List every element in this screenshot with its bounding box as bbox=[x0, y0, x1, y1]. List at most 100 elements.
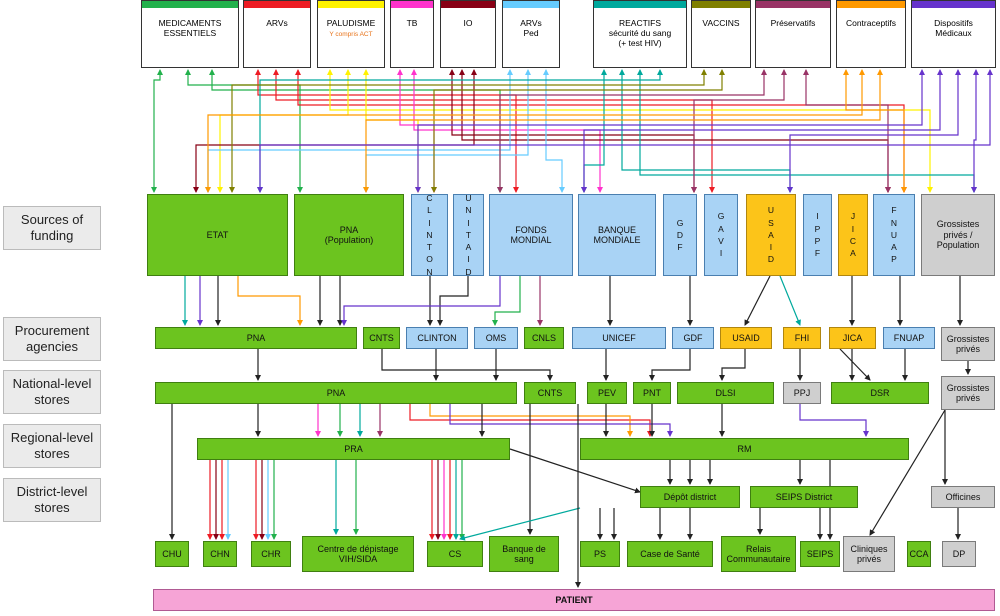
product-color-bar bbox=[837, 1, 905, 8]
national-grossistes: Grossistes privés bbox=[941, 376, 995, 410]
national-dlsi: DLSI bbox=[677, 382, 774, 404]
procurement-cnts: CNTS bbox=[363, 327, 400, 349]
product-label: Contraceptifs bbox=[845, 18, 897, 28]
product-funding-connector bbox=[543, 69, 565, 193]
product-contra: Contraceptifs bbox=[836, 0, 906, 68]
product-funding-connector bbox=[431, 69, 725, 193]
procurement-fhi: FHI bbox=[783, 327, 821, 349]
product-label: Préservatifs bbox=[770, 18, 816, 28]
product-dispo: Dispositifs Médicaux bbox=[911, 0, 996, 68]
funding-grossistes: Grossistes privés / Population bbox=[921, 194, 995, 276]
level-label-procurement: Procurement agencies bbox=[3, 317, 101, 361]
funding-procurement-connector bbox=[341, 276, 501, 326]
product-funding-connector bbox=[273, 69, 715, 193]
product-funding-connector bbox=[295, 69, 907, 193]
procurement-fnuap: FNUAP bbox=[883, 327, 935, 349]
product-color-bar bbox=[142, 1, 238, 8]
procurement-jica: JICA bbox=[829, 327, 876, 349]
product-funding-connector bbox=[229, 69, 707, 193]
funding-procurement-connector bbox=[492, 276, 521, 326]
product-funding-connector bbox=[459, 69, 891, 193]
product-color-bar bbox=[594, 1, 686, 8]
funding-pna-population: PNA (Population) bbox=[294, 194, 404, 276]
product-color-bar bbox=[756, 1, 830, 8]
product-funding-connector bbox=[255, 69, 519, 193]
funding-unitaid: U N I T A I D bbox=[453, 193, 484, 277]
district-seips: SEIPS District bbox=[750, 486, 858, 508]
facility-case-de-sante: Case de Santé bbox=[627, 541, 713, 567]
product-funding-connector bbox=[691, 69, 787, 193]
district-depot: Dépôt district bbox=[640, 486, 740, 508]
facility-banque-de-sang: Banque de sang bbox=[489, 536, 559, 572]
funding-jica: J I C A bbox=[838, 194, 868, 276]
procurement-national-connector bbox=[381, 349, 553, 381]
district-officines: Officines bbox=[931, 486, 995, 508]
funding-procurement-connector bbox=[779, 275, 801, 326]
procurement-cnls: CNLS bbox=[524, 327, 564, 349]
national-pna: PNA bbox=[155, 382, 517, 404]
national-pnt: PNT bbox=[633, 382, 671, 404]
facility-centre-depistage: Centre de dépistage VIH/SIDA bbox=[302, 536, 414, 572]
procurement-oms: OMS bbox=[474, 327, 518, 349]
product-label: VACCINS bbox=[702, 18, 740, 28]
national-regional-connector bbox=[799, 404, 869, 437]
product-funding-connector bbox=[619, 69, 793, 193]
level-label-national: National-level stores bbox=[3, 370, 101, 414]
product-funding-connector bbox=[411, 69, 603, 193]
facility-chr: CHR bbox=[251, 541, 291, 567]
procurement-gdf: GDF bbox=[672, 327, 714, 349]
national-cnts: CNTS bbox=[524, 382, 576, 404]
funding-gdf: G D F bbox=[663, 194, 697, 276]
procurement-grossistes: Grossistes privés bbox=[941, 327, 995, 361]
procurement-clinton: CLINTON bbox=[406, 327, 468, 349]
level-label-funding: Sources of funding bbox=[3, 206, 101, 250]
product-funding-connector bbox=[327, 69, 933, 193]
product-arvped: ARVs Ped bbox=[502, 0, 560, 68]
funding-banque-mondiale: BANQUE MONDIALE bbox=[578, 194, 656, 276]
product-funding-connector bbox=[449, 69, 697, 193]
national-pev: PEV bbox=[587, 382, 627, 404]
product-med: MEDICAMENTS ESSENTIELS bbox=[141, 0, 239, 68]
product-color-bar bbox=[692, 1, 750, 8]
product-label: PALUDISME bbox=[326, 18, 376, 28]
product-funding-connector bbox=[497, 69, 767, 193]
product-funding-connector bbox=[217, 69, 351, 193]
procurement-national-connector bbox=[839, 348, 871, 381]
product-color-bar bbox=[503, 1, 559, 8]
product-funding-connector bbox=[363, 69, 531, 193]
product-label: REACTIFS sécurité du sang (+ test HIV) bbox=[608, 18, 672, 48]
facility-ps: PS bbox=[580, 541, 620, 567]
product-label: TB bbox=[406, 18, 418, 28]
product-funding-connector bbox=[151, 69, 163, 193]
product-funding-connector bbox=[581, 69, 943, 193]
procurement-usaid: USAID bbox=[720, 327, 772, 349]
product-funding-connector bbox=[581, 69, 607, 193]
funding-clinton: C L I N T O N bbox=[411, 193, 448, 277]
product-funding-connector bbox=[193, 69, 477, 193]
product-funding-connector bbox=[185, 69, 303, 193]
product-reactifs: REACTIFS sécurité du sang (+ test HIV) bbox=[593, 0, 687, 68]
product-tb: TB bbox=[390, 0, 434, 68]
regional-pra: PRA bbox=[197, 438, 510, 460]
product-label: MEDICAMENTS ESSENTIELS bbox=[158, 18, 222, 38]
funding-gavi: G A V I bbox=[704, 194, 738, 276]
product-funding-connector bbox=[397, 69, 437, 193]
funding-procurement-connector bbox=[437, 276, 469, 326]
product-color-bar bbox=[318, 1, 384, 8]
product-funding-connector bbox=[971, 69, 979, 193]
national-regional-connector bbox=[449, 404, 673, 437]
product-color-bar bbox=[391, 1, 433, 8]
funding-fnuap: F N U A P bbox=[873, 194, 915, 276]
level-label-district: District-level stores bbox=[3, 478, 101, 522]
product-label: ARVs Ped bbox=[520, 18, 542, 38]
product-funding-connector bbox=[205, 69, 513, 193]
funding-procurement-connector bbox=[237, 276, 303, 326]
facility-cca: CCA bbox=[907, 541, 931, 567]
funding-usaid: U S A I D bbox=[746, 194, 796, 276]
patient-bar: PATIENT bbox=[153, 589, 995, 611]
facility-cs: CS bbox=[427, 541, 483, 567]
national-ppj: PPJ bbox=[783, 382, 821, 404]
regional-district-connector bbox=[869, 409, 946, 536]
